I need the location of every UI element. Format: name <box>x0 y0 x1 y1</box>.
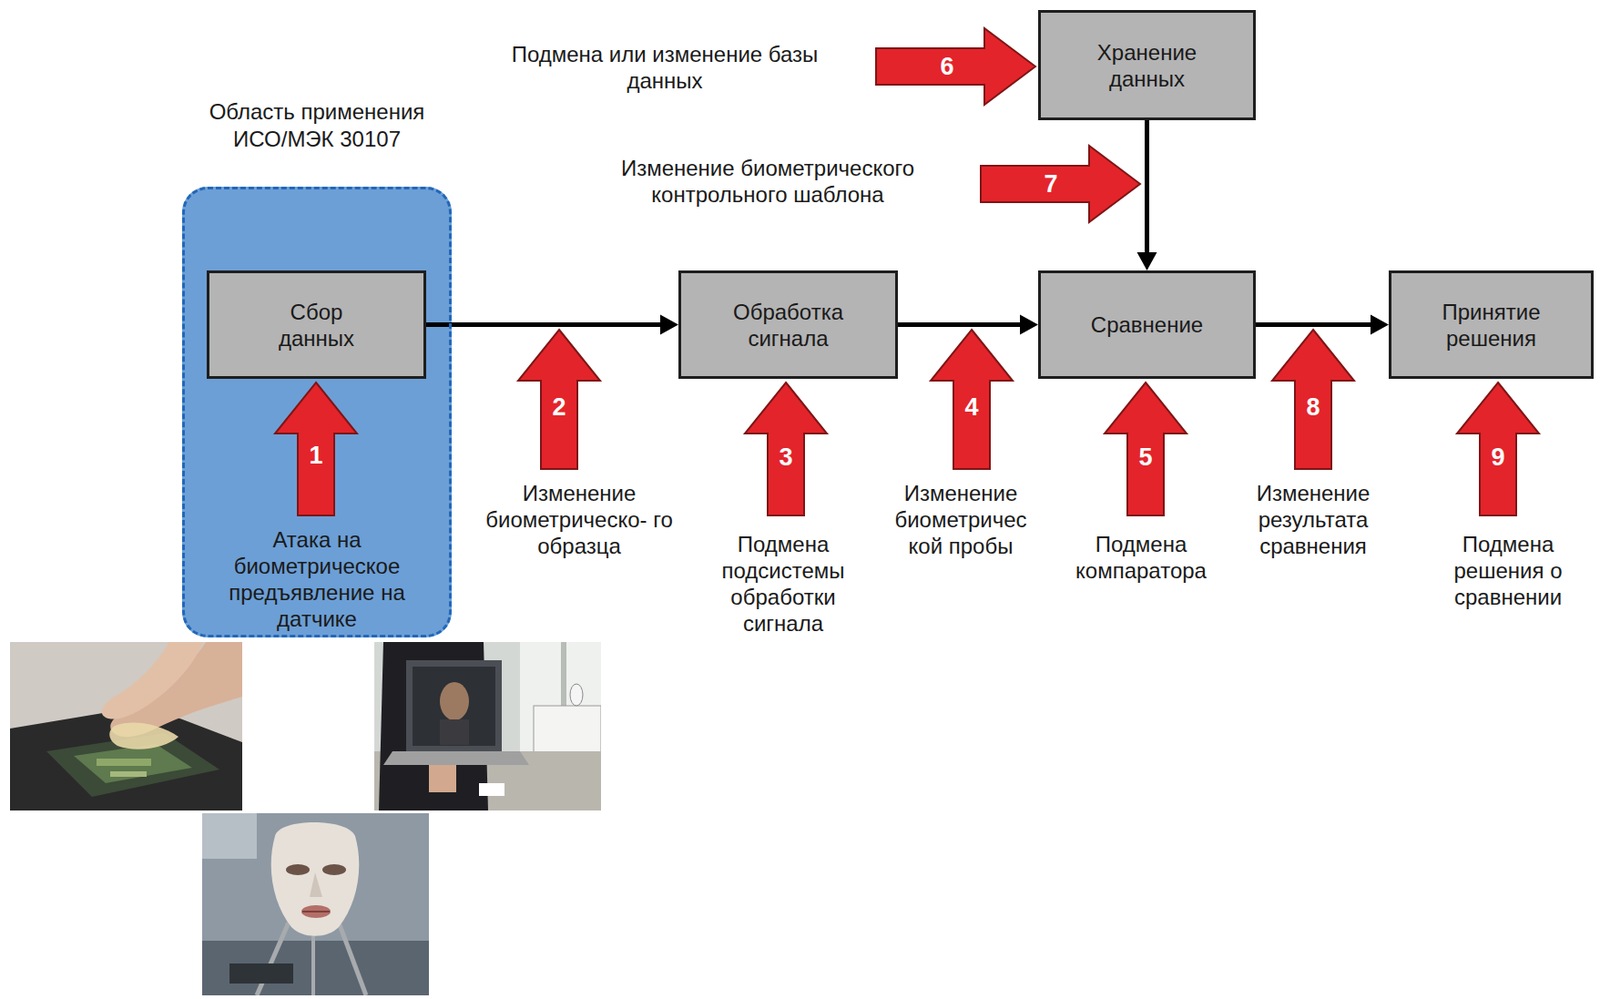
process-box: Обработка сигнала <box>678 270 898 379</box>
callout-number: 6 <box>919 51 975 82</box>
callout-number: 1 <box>288 440 344 470</box>
process-box: Принятие решения <box>1388 270 1594 379</box>
callout-number: 5 <box>1118 442 1173 472</box>
flow-line <box>1144 120 1150 256</box>
attack-caption: Изменение результата сравнения <box>1240 479 1386 560</box>
arrow-head <box>660 315 679 336</box>
attack-caption: Изменение биометричес кой пробы <box>878 479 1043 560</box>
attack-caption: Изменение биометрическо- го образца <box>474 479 684 560</box>
arrow-head <box>1370 315 1389 336</box>
fingerprint-photo <box>10 642 243 811</box>
flow-arrow <box>426 315 679 336</box>
box-label: Сравнение <box>1090 311 1203 338</box>
attack-caption: Подмена или изменение базы данных <box>491 40 838 94</box>
scope-region-fill <box>182 186 452 638</box>
flow-arrow <box>1137 120 1158 271</box>
flow-line <box>426 322 664 327</box>
region-heading: Область применения ИСО/МЭК 30107 <box>184 98 449 181</box>
box-label: Принятие решения <box>1418 298 1565 352</box>
process-box: Сбор данных <box>206 270 427 379</box>
flow-line <box>1255 322 1375 327</box>
box-label: Обработка сигнала <box>715 298 862 352</box>
attack-caption: Подмена компаратора <box>1054 530 1228 584</box>
attack-arrow <box>1457 382 1539 516</box>
process-box: Сравнение <box>1038 270 1256 379</box>
laptop-replay-photo <box>374 642 602 811</box>
attack-caption: Атака на биометрическое предъявление на … <box>203 526 431 632</box>
flow-arrow <box>1255 315 1389 336</box>
box-label: Хранение данных <box>1083 39 1212 92</box>
box-label: Сбор данных <box>253 298 381 352</box>
face-mask-photo <box>202 813 429 996</box>
flow-line <box>897 322 1024 327</box>
attack-arrow <box>518 329 601 469</box>
attack-arrow <box>930 329 1013 469</box>
flow-arrow <box>897 315 1039 336</box>
attack-arrow <box>876 28 1036 105</box>
callout-number: 3 <box>758 442 814 472</box>
callout-number: 9 <box>1470 442 1526 472</box>
attack-caption: Подмена решения о сравнении <box>1430 530 1586 611</box>
storage-box: Хранение данных <box>1038 10 1256 121</box>
arrow-head <box>1019 315 1039 336</box>
callout-number: 2 <box>531 392 587 422</box>
callout-number: 8 <box>1285 392 1341 422</box>
scope-region: Область применения ИСО/МЭК 30107Сбор дан… <box>182 186 452 638</box>
attack-arrow <box>1104 382 1187 516</box>
arrow-head <box>1137 252 1158 271</box>
attack-caption: Подмена подсистемы обработки сигнала <box>701 530 866 637</box>
callout-number: 7 <box>1023 169 1079 199</box>
attack-caption: Изменение биометрического контрольного ш… <box>576 154 959 208</box>
attack-arrow <box>275 382 357 516</box>
attack-arrow <box>1272 329 1355 469</box>
callout-number: 4 <box>944 392 999 422</box>
attack-arrow <box>744 382 827 516</box>
attack-arrow <box>980 145 1141 223</box>
